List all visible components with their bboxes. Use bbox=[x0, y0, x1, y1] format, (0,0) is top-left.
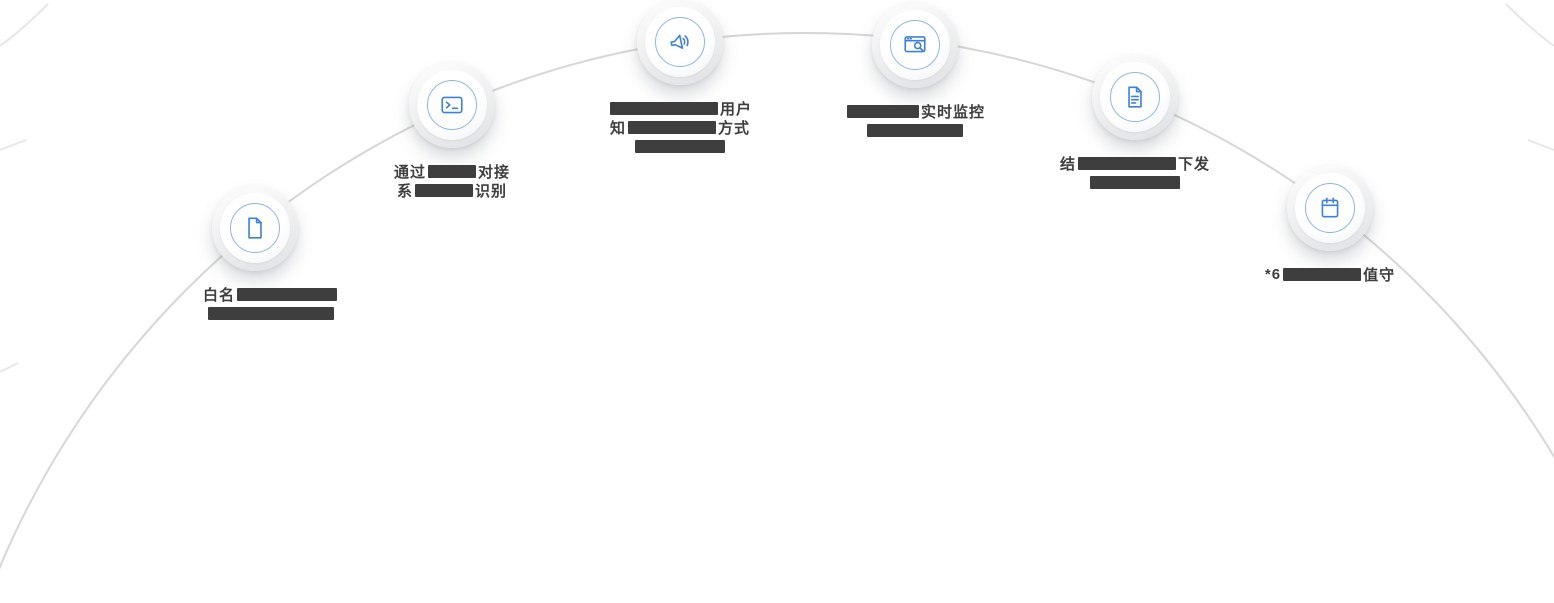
process-node-4: 实时监控 bbox=[805, 2, 1025, 140]
label-text-segment: 对接 bbox=[478, 164, 511, 181]
label-text-segment: 白名 bbox=[202, 287, 235, 304]
report-icon bbox=[1122, 84, 1148, 110]
monitor-search-icon bbox=[902, 32, 928, 58]
node-badge-face bbox=[645, 7, 715, 77]
node-label: 用户知 方式 bbox=[608, 99, 752, 156]
icon-ring bbox=[427, 80, 477, 130]
node-badge-face bbox=[220, 193, 290, 263]
process-node-1: 白名 bbox=[145, 185, 365, 323]
node-badge bbox=[637, 0, 723, 85]
terminal-icon bbox=[439, 92, 465, 118]
label-redacted-segment bbox=[1090, 176, 1180, 189]
label-text-segment: 用户 bbox=[719, 101, 752, 118]
node-badge-face bbox=[417, 70, 487, 140]
node-label-line: *6 值守 bbox=[1265, 265, 1395, 284]
icon-ring bbox=[1305, 183, 1355, 233]
node-label: 白名 bbox=[203, 285, 339, 323]
node-label-line: 实时监控 bbox=[845, 102, 985, 121]
label-redacted-segment bbox=[627, 121, 716, 134]
node-label-line: 通过 对接 bbox=[394, 162, 510, 181]
node-label-line: 知 方式 bbox=[608, 118, 752, 137]
icon-ring bbox=[890, 20, 940, 70]
node-label-line bbox=[608, 137, 752, 156]
process-node-2: 通过 对接系 识别 bbox=[342, 62, 562, 200]
label-redacted-segment bbox=[1283, 268, 1362, 281]
label-redacted-segment bbox=[428, 165, 476, 178]
label-text-segment: 通过 bbox=[393, 164, 426, 181]
process-node-6: *6 值守 bbox=[1220, 165, 1440, 284]
label-text-segment: 知 bbox=[609, 120, 626, 137]
node-badge-face bbox=[880, 10, 950, 80]
process-node-5: 结 下发 bbox=[1025, 54, 1245, 192]
node-badge-face bbox=[1295, 173, 1365, 243]
node-label: *6 值守 bbox=[1265, 265, 1395, 284]
node-label-line bbox=[203, 304, 339, 323]
node-label-line: 白名 bbox=[203, 285, 339, 304]
file-icon bbox=[242, 215, 268, 241]
label-text-segment: 系 bbox=[396, 183, 413, 200]
label-redacted-segment bbox=[866, 124, 963, 137]
node-label-line: 用户 bbox=[608, 99, 752, 118]
icon-ring bbox=[230, 203, 280, 253]
node-label-line: 结 下发 bbox=[1060, 154, 1210, 173]
label-redacted-segment bbox=[237, 288, 337, 301]
megaphone-icon bbox=[667, 29, 693, 55]
node-label: 结 下发 bbox=[1060, 154, 1210, 192]
node-label: 实时监控 bbox=[845, 102, 985, 140]
node-label-line bbox=[845, 121, 985, 140]
node-badge-face bbox=[1100, 62, 1170, 132]
node-badge bbox=[212, 185, 298, 271]
label-redacted-segment bbox=[609, 102, 718, 115]
node-label-line bbox=[1060, 173, 1210, 192]
label-text-segment: 结 bbox=[1059, 156, 1076, 173]
label-text-segment: 值守 bbox=[1363, 267, 1396, 284]
label-text-segment: *6 bbox=[1264, 266, 1282, 283]
node-badge bbox=[1092, 54, 1178, 140]
label-text-segment: 实时监控 bbox=[920, 104, 985, 121]
node-badge bbox=[409, 62, 495, 148]
label-text-segment: 下发 bbox=[1178, 156, 1211, 173]
node-badge bbox=[1287, 165, 1373, 251]
label-redacted-segment bbox=[634, 140, 725, 153]
label-text-segment: 识别 bbox=[475, 183, 508, 200]
node-label-line: 系 识别 bbox=[394, 181, 510, 200]
label-redacted-segment bbox=[1078, 157, 1176, 170]
label-text-segment: 方式 bbox=[717, 120, 750, 137]
process-node-3: 用户知 方式 bbox=[570, 0, 790, 156]
node-label: 通过 对接系 识别 bbox=[394, 162, 510, 200]
clipboard-icon bbox=[1317, 195, 1343, 221]
label-redacted-segment bbox=[846, 105, 919, 118]
label-redacted-segment bbox=[207, 307, 334, 320]
label-redacted-segment bbox=[415, 184, 473, 197]
icon-ring bbox=[1110, 72, 1160, 122]
node-badge bbox=[872, 2, 958, 88]
icon-ring bbox=[655, 17, 705, 67]
